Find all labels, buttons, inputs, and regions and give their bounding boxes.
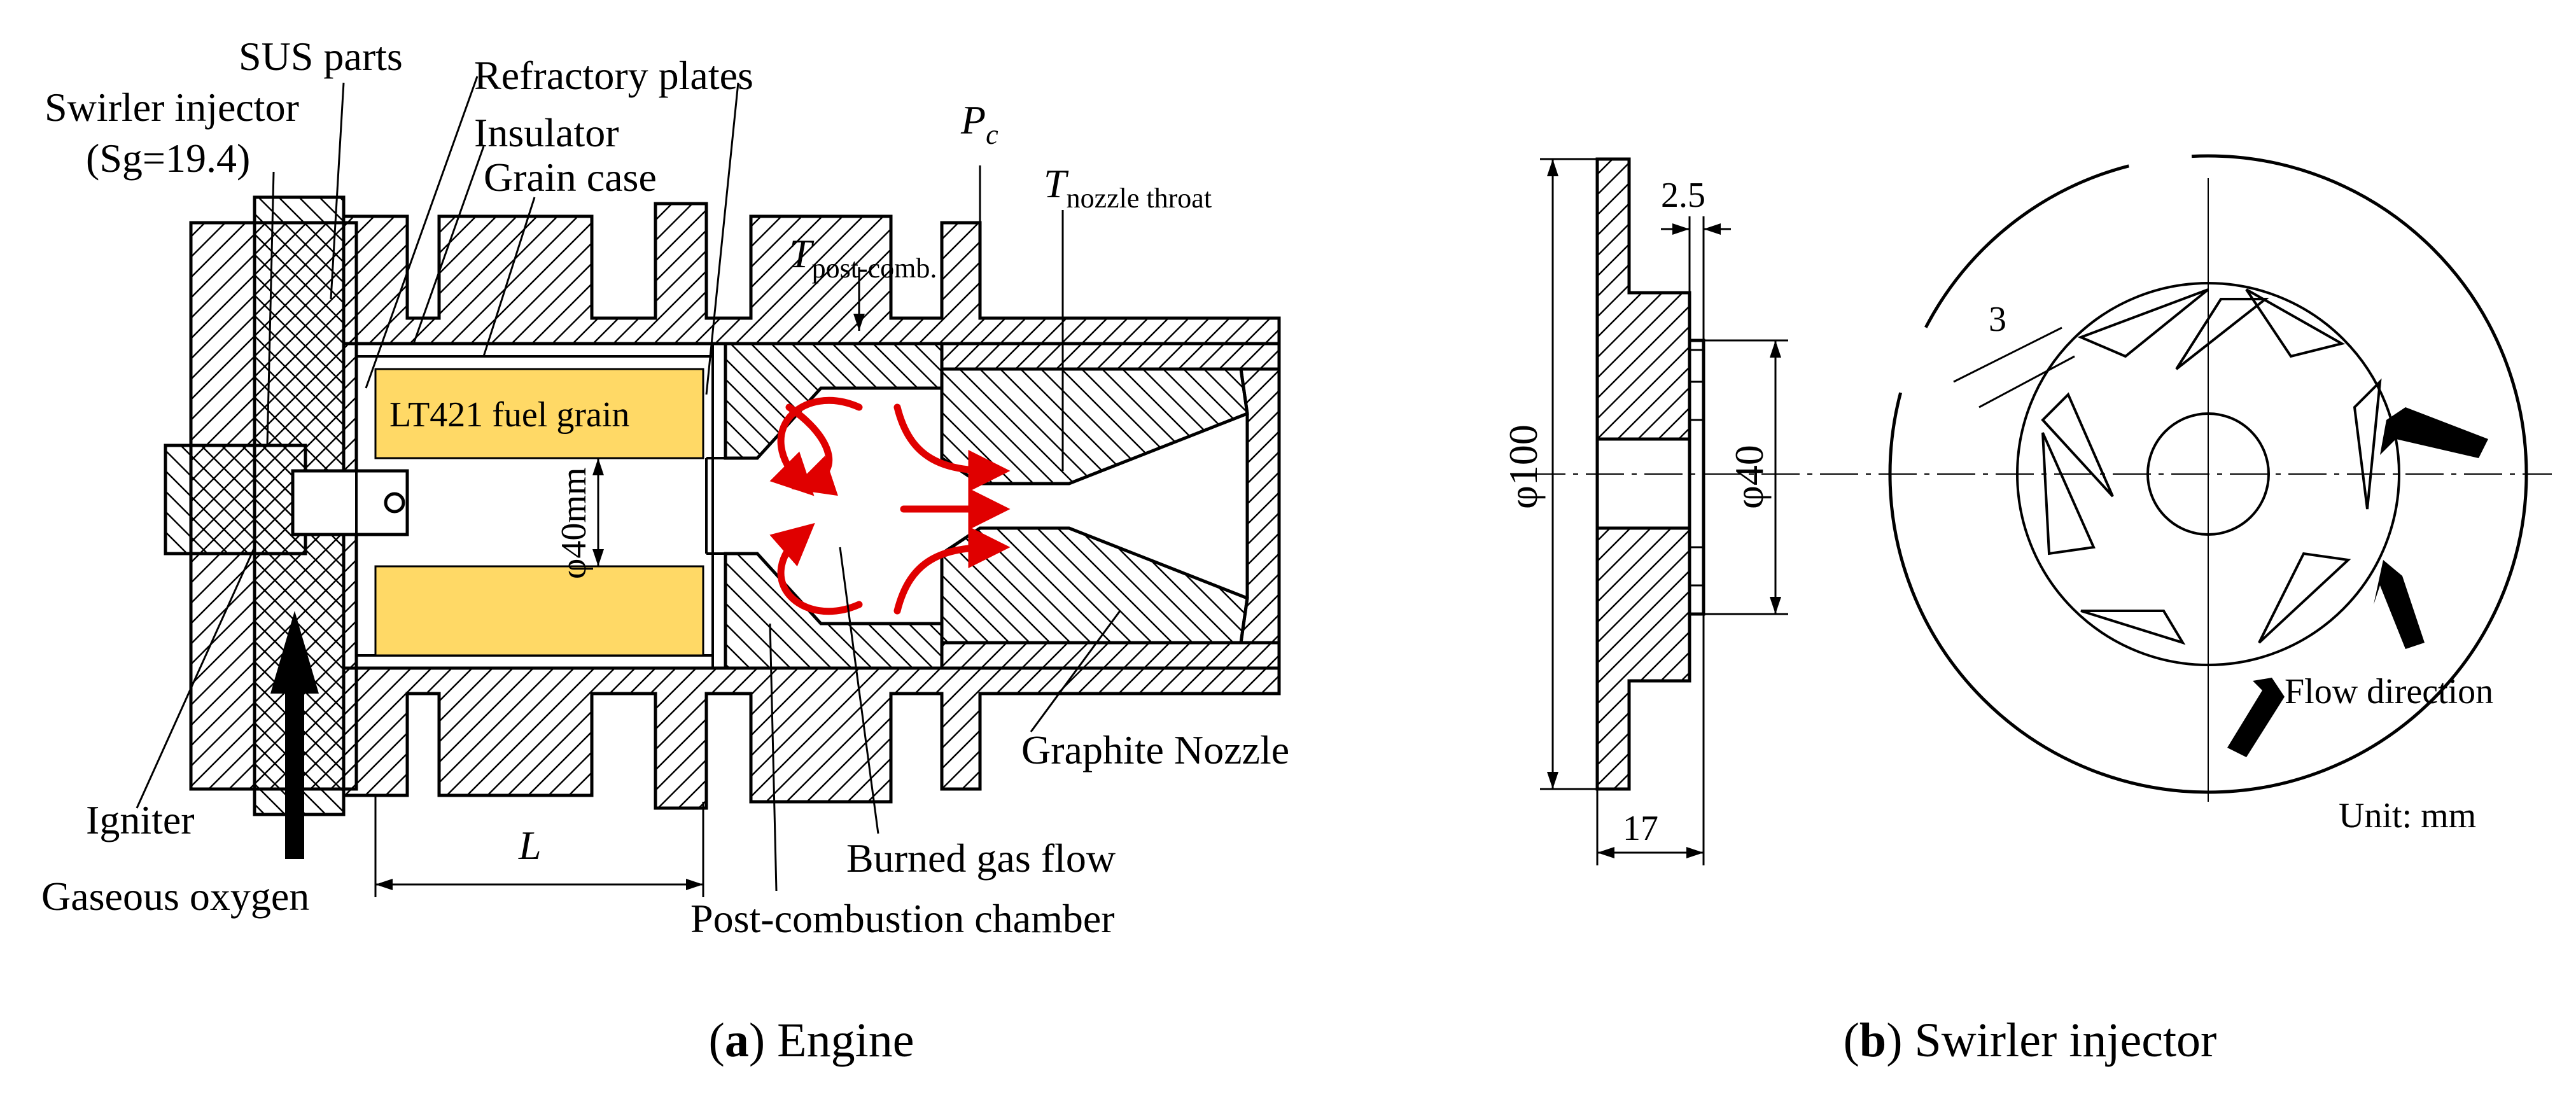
label-insulator: Insulator (474, 110, 619, 155)
label-refractory-plates: Refractory plates (474, 53, 753, 98)
flow-arrow-upper-recirc (769, 397, 863, 496)
label-sus-parts: SUS parts (239, 34, 403, 79)
label-post-combustion-chamber: Post-combustion chamber (690, 896, 1115, 941)
pc-main: P (960, 97, 986, 143)
igniter-body (164, 444, 307, 555)
lower-case (342, 666, 1281, 810)
injector-side-dimensions (1540, 158, 1788, 865)
flow-arrow-mid (2374, 560, 2425, 649)
label-pc: Pc (960, 97, 998, 150)
label-t-post: Tpost-comb. (789, 231, 937, 284)
t-nozzle-main: T (1044, 161, 1069, 206)
label-graphite-nozzle: Graphite Nozzle (1021, 727, 1289, 772)
injector-side-view (1595, 157, 1705, 791)
nozzle-body-upper (940, 367, 1249, 486)
burned-gas-flow-arrows (769, 397, 1011, 615)
pc-sub: c (986, 119, 998, 150)
upper-case (342, 202, 1281, 346)
nozzle-lower (940, 641, 1281, 670)
t-nozzle-sub: nozzle throat (1067, 183, 1212, 214)
caption-injector-letter: b (1859, 1014, 1886, 1067)
nozzle-upper (940, 342, 1281, 371)
label-swirler-injector: Swirler injector (45, 85, 299, 130)
engine-leader-lines (136, 76, 1121, 891)
injector-hub-circle (2146, 412, 2270, 536)
caption-engine-text: Engine (777, 1014, 914, 1067)
flow-direction-arrows (2227, 407, 2488, 757)
flow-arrow-top (2380, 407, 2488, 458)
label-sg: (Sg=19.4) (86, 136, 250, 181)
injector-side-hub (1595, 437, 1691, 530)
injector-diagram: φ100 2.5 φ40 17 3 Flow direction Unit: m… (1501, 154, 2552, 1067)
engine-diagram: SUS parts Refractory plates Swirler inje… (41, 34, 1289, 1067)
nozzle-exit (1239, 367, 1281, 645)
t-post-sub: post-comb. (812, 253, 937, 284)
caption-injector-text: Swirler injector (1915, 1014, 2217, 1067)
engine-housing (164, 195, 1281, 816)
label-unit: Unit: mm (2339, 796, 2476, 835)
flow-arrow-lower-out (893, 526, 1011, 615)
slot-width-dimension (1953, 326, 2075, 409)
caption-engine-letter: a (725, 1014, 749, 1067)
length-dimension (374, 795, 704, 897)
injector-outer-circle (1888, 154, 2528, 794)
fuel-grain-lower (374, 565, 704, 657)
flow-arrow-upper-out (893, 403, 1011, 492)
flow-arrow-upper-left (785, 403, 838, 496)
t-post-main: T (789, 231, 815, 276)
caption-injector: (b) Swirler injector (1844, 1014, 2217, 1067)
injector-inner-circle (2016, 282, 2400, 666)
label-width: 17 (1623, 809, 1658, 848)
injector-side-face (1688, 339, 1705, 616)
oxygen-inlet-arrow (270, 611, 319, 859)
injector-swirl-slots (2041, 288, 2382, 645)
flow-arrow-lower-recirc (769, 522, 863, 615)
label-fuel-grain: LT421 fuel grain (389, 395, 629, 435)
fuel-grain-upper (374, 368, 704, 459)
label-inner-dia: φ40 (1726, 445, 1772, 509)
label-length: L (518, 823, 542, 868)
label-gaseous-oxygen: Gaseous oxygen (41, 874, 309, 919)
igniter-hole (384, 492, 405, 514)
injector-front-view (1888, 154, 2528, 802)
label-port-dia: φ40mm (554, 468, 594, 579)
label-grain-case: Grain case (484, 155, 657, 200)
label-t-nozzle: Tnozzle throat (1044, 161, 1212, 214)
label-flow-direction: Flow direction (2285, 672, 2493, 711)
label-thickness-step: 2.5 (1661, 176, 1705, 215)
label-igniter: Igniter (86, 797, 195, 842)
label-slot-width: 3 (1989, 300, 2006, 339)
label-burned-gas-flow: Burned gas flow (846, 835, 1116, 881)
caption-engine: (a) Engine (709, 1014, 914, 1067)
flow-arrow-low (2227, 678, 2285, 757)
label-outer-dia: φ100 (1501, 424, 1546, 509)
